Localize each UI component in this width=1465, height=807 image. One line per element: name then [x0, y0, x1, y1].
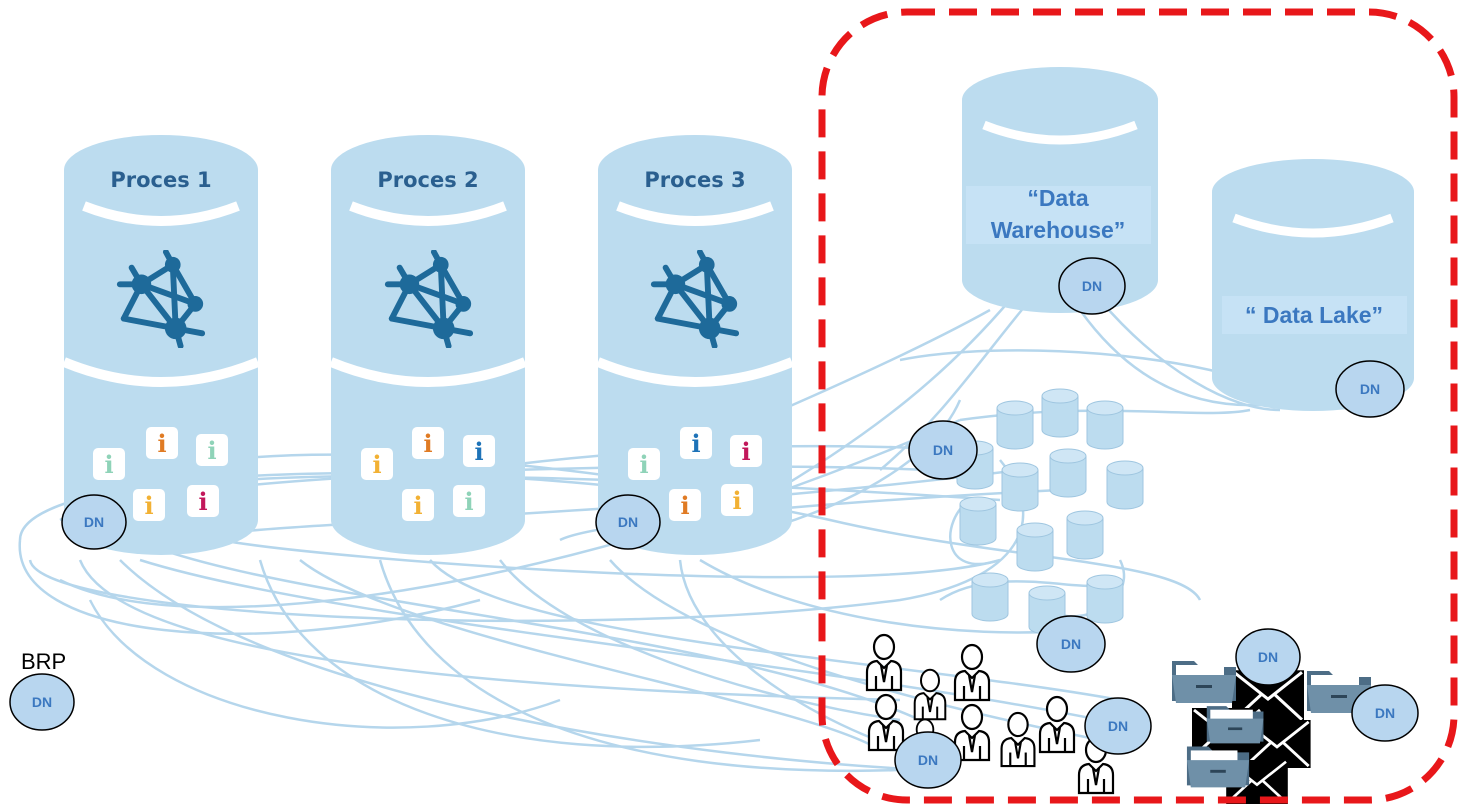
database-icon	[1106, 460, 1144, 510]
svg-text:DN: DN	[618, 514, 638, 530]
dn-badge: DN	[61, 494, 127, 550]
svg-text:i: i	[474, 437, 483, 466]
svg-text:DN: DN	[1375, 705, 1395, 721]
info-icon: i	[628, 448, 660, 480]
database-icon	[1049, 448, 1087, 498]
svg-text:DN: DN	[84, 514, 104, 530]
info-icon: i	[463, 435, 495, 467]
info-icon: i	[187, 485, 219, 517]
dn-badge: DN	[908, 420, 978, 480]
svg-text:i: i	[104, 450, 113, 479]
info-icon: i	[93, 448, 125, 480]
svg-text:DN: DN	[1258, 649, 1278, 665]
svg-text:DN: DN	[1082, 278, 1102, 294]
brp-label: BRP	[21, 649, 66, 674]
dn-badge: DN	[1036, 615, 1106, 673]
info-icon: i	[133, 489, 165, 521]
svg-text:DN: DN	[1061, 636, 1081, 652]
database-icon	[1041, 388, 1079, 438]
svg-text:i: i	[741, 437, 750, 466]
database-icon	[971, 572, 1009, 622]
person-icon	[1038, 695, 1076, 754]
folder-icon	[1206, 706, 1264, 744]
person-icon	[867, 693, 905, 752]
database-icon	[1016, 522, 1054, 572]
svg-text:i: i	[639, 450, 648, 479]
info-icon: i	[680, 427, 712, 459]
dn-badge: DN	[595, 494, 661, 550]
process-1-title: Proces 1	[110, 168, 211, 192]
info-icon: i	[669, 489, 701, 521]
svg-text:i: i	[157, 429, 166, 458]
person-icon	[913, 668, 947, 721]
info-icon: i	[196, 434, 228, 466]
scope-dashed-border	[818, 8, 1458, 804]
info-icon: i	[721, 484, 753, 516]
data-warehouse-label-line2: Warehouse”	[991, 217, 1126, 243]
info-icon: i	[361, 448, 393, 480]
svg-text:i: i	[207, 436, 216, 465]
svg-text:i: i	[144, 491, 153, 520]
info-tiles: i i i i i i i i i i i i i i i	[93, 427, 762, 521]
database-icon	[996, 400, 1034, 450]
database-icon	[1086, 574, 1124, 624]
info-icon: i	[146, 427, 178, 459]
dn-badge: DN	[9, 673, 75, 731]
svg-text:DN: DN	[1360, 381, 1380, 397]
data-warehouse-cylinder: “Data Warehouse”	[962, 67, 1158, 313]
svg-text:DN: DN	[1108, 718, 1128, 734]
info-icon: i	[730, 435, 762, 467]
person-icon	[865, 633, 903, 692]
svg-text:i: i	[691, 429, 700, 458]
dn-badge: DN	[1058, 257, 1126, 315]
database-cluster	[956, 388, 1144, 635]
dn-badge: DN	[1335, 360, 1405, 418]
process-3-title: Proces 3	[644, 168, 745, 192]
dn-badge: DN	[1235, 628, 1301, 686]
process-2-title: Proces 2	[377, 168, 478, 192]
svg-text:i: i	[413, 491, 422, 520]
dn-badge: DN	[1084, 697, 1152, 755]
data-lake-label: “ Data Lake”	[1245, 302, 1383, 328]
data-lake-cylinder: “ Data Lake”	[1212, 159, 1414, 411]
database-icon	[959, 496, 997, 546]
dn-badges: DN DN DN DN DN DN DN DN DN DN DN	[9, 257, 1419, 789]
person-icon	[953, 643, 991, 702]
info-icon: i	[402, 489, 434, 521]
svg-text:i: i	[372, 450, 381, 479]
svg-text:i: i	[464, 487, 473, 516]
data-warehouse-label-line1: “Data	[1027, 185, 1089, 211]
database-icon	[1066, 510, 1104, 560]
database-icon	[1086, 400, 1124, 450]
dn-badge: DN	[1351, 684, 1419, 742]
svg-text:i: i	[680, 491, 689, 520]
info-icon: i	[453, 485, 485, 517]
folder-icon	[1186, 746, 1250, 788]
database-icon	[1001, 462, 1039, 512]
svg-text:DN: DN	[32, 694, 52, 710]
dn-badge: DN	[894, 731, 962, 789]
info-icon: i	[412, 427, 444, 459]
folder-icon	[1172, 661, 1236, 703]
svg-text:DN: DN	[933, 442, 953, 458]
svg-text:DN: DN	[918, 752, 938, 768]
svg-text:i: i	[198, 487, 207, 516]
svg-text:i: i	[423, 429, 432, 458]
svg-text:i: i	[732, 486, 741, 515]
